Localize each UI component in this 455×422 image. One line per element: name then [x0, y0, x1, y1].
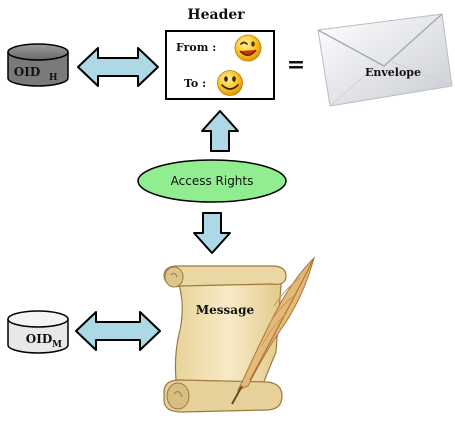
to-label: To : [184, 77, 206, 90]
quill-icon [231, 256, 315, 405]
envelope-label: Envelope [365, 66, 421, 79]
header-title: Header [187, 7, 245, 23]
from-label: From : [176, 41, 216, 54]
up-arrow [201, 110, 239, 152]
oid-header-label: OID [14, 65, 40, 79]
header-box: From : To : [165, 30, 275, 100]
double-arrow-message [75, 311, 161, 351]
double-arrow-header [77, 47, 159, 87]
oid-message-label: OID [26, 332, 52, 346]
envelope-icon: Envelope [317, 13, 453, 107]
winking-smiley-icon [234, 34, 262, 62]
message-label: Message [196, 303, 255, 317]
down-arrow [193, 212, 231, 254]
smiley-icon [217, 70, 243, 96]
database-icon-message: OID M [7, 310, 69, 354]
access-rights-label: Access Rights [171, 174, 254, 188]
oid-header-subscript: H [49, 73, 58, 83]
database-icon-header: OID H [7, 43, 69, 87]
oid-message-subscript: M [52, 340, 62, 350]
equals-sign: = [287, 52, 305, 78]
access-rights-ellipse: Access Rights [137, 159, 287, 203]
